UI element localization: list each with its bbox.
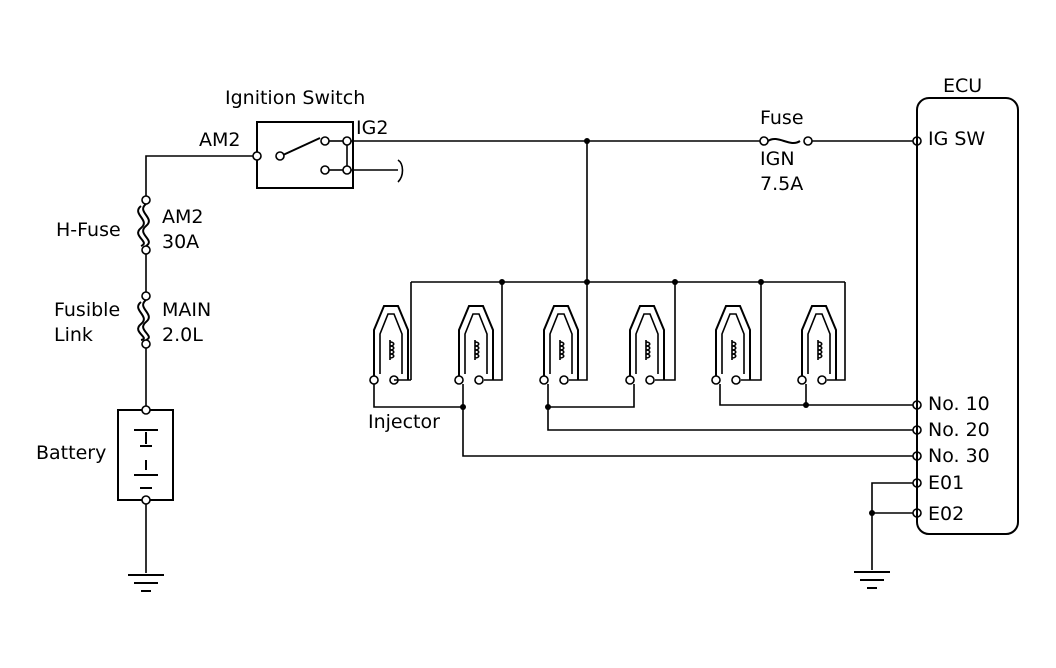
- ig2-terminal-label: IG2: [356, 117, 388, 139]
- ecu-box: [916, 97, 1019, 535]
- ecu-label: ECU: [943, 75, 982, 97]
- main-label: MAIN: [162, 299, 211, 321]
- injector-2: [454, 305, 494, 385]
- battery-label: Battery: [36, 442, 106, 464]
- h-fuse-symbol: [137, 195, 151, 255]
- ig2-main-wire: [351, 136, 922, 146]
- h-fuse-label: H-Fuse: [56, 219, 121, 241]
- injector-signal-wires: [373, 384, 922, 461]
- ignition-switch-symbol: [252, 121, 404, 189]
- battery-symbol: [117, 405, 174, 505]
- ign-label: IGN: [760, 148, 795, 170]
- injector-label: Injector: [368, 411, 440, 433]
- no10-label: No. 10: [928, 393, 990, 415]
- e02-label: E02: [928, 503, 964, 525]
- ignition-switch-label: Ignition Switch: [225, 87, 365, 109]
- fuse-label: Fuse: [760, 107, 804, 129]
- injector-6: [797, 305, 837, 385]
- ign-rating: 7.5A: [760, 173, 803, 195]
- injector-4: [625, 305, 665, 385]
- no30-label: No. 30: [928, 445, 990, 467]
- injector-5: [711, 305, 751, 385]
- ecu-ground-icon: [854, 571, 890, 589]
- power-supply-wiring: [145, 155, 257, 573]
- ecu-ground-wires: [869, 478, 922, 570]
- e01-label: E01: [928, 472, 964, 494]
- injector-1: [369, 305, 411, 385]
- ig-sw-label: IG SW: [928, 128, 985, 150]
- battery-ground-icon: [128, 574, 164, 592]
- no20-label: No. 20: [928, 419, 990, 441]
- am2-fuse-label: AM2: [162, 206, 203, 228]
- am2-fuse-rating: 30A: [162, 231, 199, 253]
- injector-supply-bus: [410, 138, 846, 381]
- main-rating: 2.0L: [162, 324, 203, 346]
- link-label: Link: [54, 324, 93, 346]
- fusible-label: Fusible: [54, 299, 120, 321]
- injector-3: [539, 305, 579, 385]
- am2-terminal-label: AM2: [199, 129, 240, 151]
- fusible-link-symbol: [137, 291, 151, 349]
